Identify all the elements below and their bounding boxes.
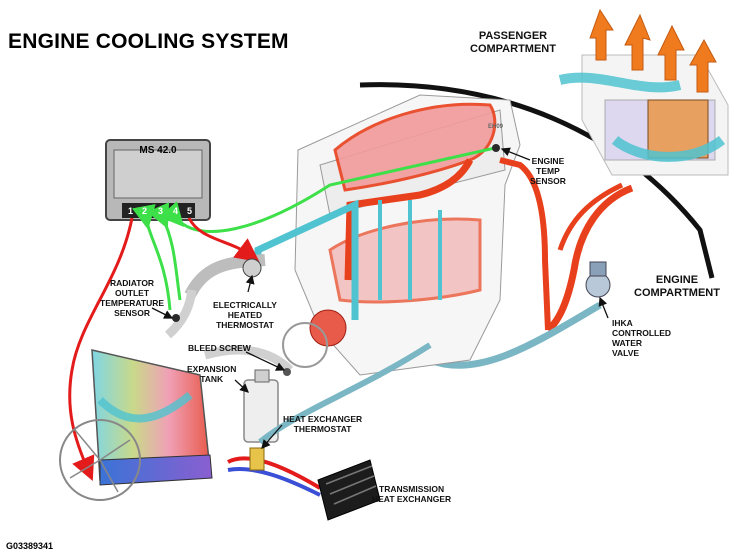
head-to-thermostat-hot — [344, 158, 474, 281]
heat-arrow-icon — [624, 13, 651, 71]
leader-hx-thermo — [261, 424, 283, 449]
radiator-outlet-sensor — [172, 314, 180, 322]
water-pump — [309, 309, 347, 347]
heat-arrow-icon — [589, 8, 614, 61]
heat-exchanger-feed — [258, 342, 432, 445]
leader-bleed — [245, 351, 286, 371]
radiator-outlet-sensor-label: RADIATOR OUTLET TEMPERATURE SENSOR — [100, 278, 165, 318]
transmission-line-cold — [227, 467, 321, 497]
ihka-valve-label: IHKA CONTROLLED WATER VALVE — [612, 318, 672, 358]
radiator-outlet-hose — [164, 289, 197, 339]
ecu-pin-5: 5 — [186, 206, 192, 216]
block-hot-coolant — [328, 217, 482, 304]
figure-id: G03389341 — [6, 541, 54, 551]
heat-arrow-icon — [657, 24, 685, 81]
head-hot-coolant — [333, 102, 497, 192]
engine-compartment-label: ENGINE COMPARTMENT — [634, 274, 720, 299]
passenger-compartment-label: PASSENGER COMPARTMENT — [470, 30, 556, 55]
bleed-screw-label: BLEED SCREW — [188, 343, 251, 353]
heat-exchanger-thermostat-label: HEAT EXCHANGER THERMOSTAT — [283, 414, 363, 434]
leader-rad-sensor — [151, 307, 174, 319]
ecu-pin-1: 1 — [127, 206, 133, 216]
leader-tank — [234, 379, 249, 393]
ecu-pin-2: 2 — [141, 206, 147, 216]
transmission-line-hot — [227, 456, 322, 490]
radiator — [91, 349, 213, 486]
head-code-label: EH09 — [488, 124, 504, 130]
compartment-divider — [359, 82, 715, 279]
heater-supply-hose — [545, 184, 634, 333]
electric-thermostat — [242, 258, 262, 278]
fan-pulley — [282, 322, 328, 368]
engine-temp-sensor-label: ENGINE TEMP SENSOR — [530, 156, 566, 186]
heat-arrow-icon — [689, 38, 717, 93]
expansion-tank-label: EXPANSION TANK — [187, 364, 237, 384]
ecu-pin-4: 4 — [172, 206, 178, 216]
wire-pin4-to-tempsensor — [159, 146, 496, 233]
wire-pin3-to-thermostat — [147, 202, 182, 301]
heat-exchanger-thermostat — [249, 447, 265, 471]
cabin-heat-arrows — [589, 8, 717, 93]
leader-ihka — [598, 296, 609, 319]
ihka-water-valve — [585, 261, 611, 298]
electric-thermostat-label: ELECTRICALLY HEATED THERMOSTAT — [213, 300, 277, 330]
heater-return-hose — [557, 182, 624, 251]
wire-pin5-to-thermostat — [187, 217, 260, 263]
engine-cold-in — [378, 200, 442, 300]
transmission-heat-exchanger — [317, 459, 381, 521]
engine-hot-out — [499, 157, 551, 331]
ecu-pin-3: 3 — [157, 206, 163, 216]
leader-thermostat — [245, 274, 255, 293]
page-title: ENGINE COOLING SYSTEM — [8, 30, 289, 53]
cooling-fan — [59, 419, 141, 501]
transmission-heat-exchanger-label: TRANSMISSION HEAT EXCHANGER — [372, 484, 452, 504]
bleed-screw — [283, 368, 291, 376]
wire-pin1-to-fan — [68, 217, 134, 482]
ecu-model-label: MS 42.0 — [139, 145, 177, 156]
leader-engine-temp — [500, 147, 531, 161]
heater-core — [558, 54, 729, 176]
engine-temp-sensor — [492, 144, 500, 152]
